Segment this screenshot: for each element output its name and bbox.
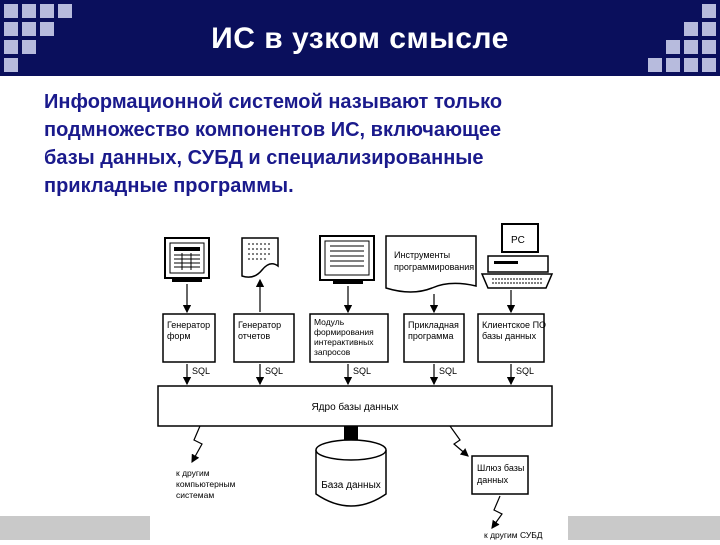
- module-label-line: Генератор: [167, 320, 210, 330]
- tools-label-line: программирования: [394, 262, 474, 272]
- slide-title: ИС в узком смысле: [211, 22, 509, 55]
- form-generator-box: Генератор форм: [162, 313, 216, 363]
- report-document-icon: [241, 237, 279, 278]
- network-link: [191, 425, 203, 464]
- decor-square: [22, 4, 36, 18]
- intro-line: подмножество компонентов ИС, включающее: [44, 119, 502, 141]
- intro-line: Информационной системой называют только: [44, 91, 503, 113]
- module-label-line: программа: [408, 331, 454, 341]
- decor-square: [684, 58, 698, 72]
- other-dbms-label: к другим СУБД: [484, 530, 543, 540]
- decor-square: [684, 40, 698, 54]
- database-core-box: Ядро базы данных: [157, 385, 553, 427]
- module-label-line: отчетов: [238, 331, 270, 341]
- module-label-line: форм: [167, 331, 191, 341]
- programming-tools-box: Инструменты программирования: [385, 235, 477, 293]
- tools-label-line: Инструменты: [394, 250, 450, 260]
- module-label-line: Модуль: [314, 317, 345, 327]
- db-gateway-box: Шлюз базы данных: [471, 455, 529, 495]
- network-link: [491, 495, 503, 529]
- other-systems-label: к другим: [176, 468, 210, 478]
- sql-label: SQL: [516, 366, 534, 376]
- client-software-box: Клиентское ПО базы данных: [477, 313, 546, 363]
- decor-square: [40, 4, 54, 18]
- report-generator-box: Генератор отчетов: [233, 313, 295, 363]
- query-module-box: Модуль формирования интерактивных запрос…: [309, 313, 389, 363]
- decor-square: [4, 22, 18, 36]
- app-program-box: Прикладная программа: [403, 313, 465, 363]
- monitor-query-icon: [319, 235, 375, 284]
- decor-square: [22, 22, 36, 36]
- module-label-line: Клиентское ПО: [482, 320, 546, 330]
- core-label: Ядро базы данных: [311, 401, 398, 413]
- database-cylinder: База данных: [315, 439, 387, 507]
- decor-square: [684, 22, 698, 36]
- slide-header: ИС в узком смысле: [0, 0, 720, 76]
- decor-square: [4, 4, 18, 18]
- footer-bar-left: [0, 516, 150, 540]
- module-label-line: базы данных: [482, 331, 537, 341]
- architecture-diagram: Инструменты программирования PC Генерато…: [150, 218, 570, 545]
- module-label-line: Прикладная: [408, 320, 459, 330]
- decor-square: [666, 40, 680, 54]
- gateway-label-line: Шлюз базы: [477, 463, 524, 473]
- decor-square: [702, 22, 716, 36]
- gateway-label-line: данных: [477, 475, 509, 485]
- decor-square: [58, 4, 72, 18]
- database-label: База данных: [321, 480, 381, 491]
- decor-square: [702, 58, 716, 72]
- decor-square: [4, 40, 18, 54]
- sql-label: SQL: [439, 366, 457, 376]
- other-systems-label: системам: [176, 490, 214, 500]
- decor-square: [648, 58, 662, 72]
- module-label-line: Генератор: [238, 320, 281, 330]
- pc-label: PC: [511, 235, 525, 246]
- monitor-form-icon: [164, 237, 210, 282]
- sql-label: SQL: [265, 366, 283, 376]
- decor-square: [4, 58, 18, 72]
- sql-label: SQL: [192, 366, 210, 376]
- intro-text: Информационной системой называют только …: [44, 88, 684, 200]
- network-link: [449, 425, 469, 457]
- decor-square: [702, 40, 716, 54]
- decor-square: [666, 58, 680, 72]
- intro-line: базы данных, СУБД и специализированные: [44, 147, 484, 169]
- intro-line: прикладные программы.: [44, 175, 294, 197]
- decor-square: [22, 40, 36, 54]
- module-label-line: интерактивных: [314, 337, 374, 347]
- sql-label: SQL: [353, 366, 371, 376]
- decor-square: [702, 4, 716, 18]
- other-systems-label: компьютерным: [176, 479, 236, 489]
- pc-icon: PC: [480, 223, 554, 289]
- footer-bar-right: [568, 516, 720, 540]
- decor-square: [40, 22, 54, 36]
- module-label-line: запросов: [314, 347, 351, 357]
- module-label-line: формирования: [314, 327, 374, 337]
